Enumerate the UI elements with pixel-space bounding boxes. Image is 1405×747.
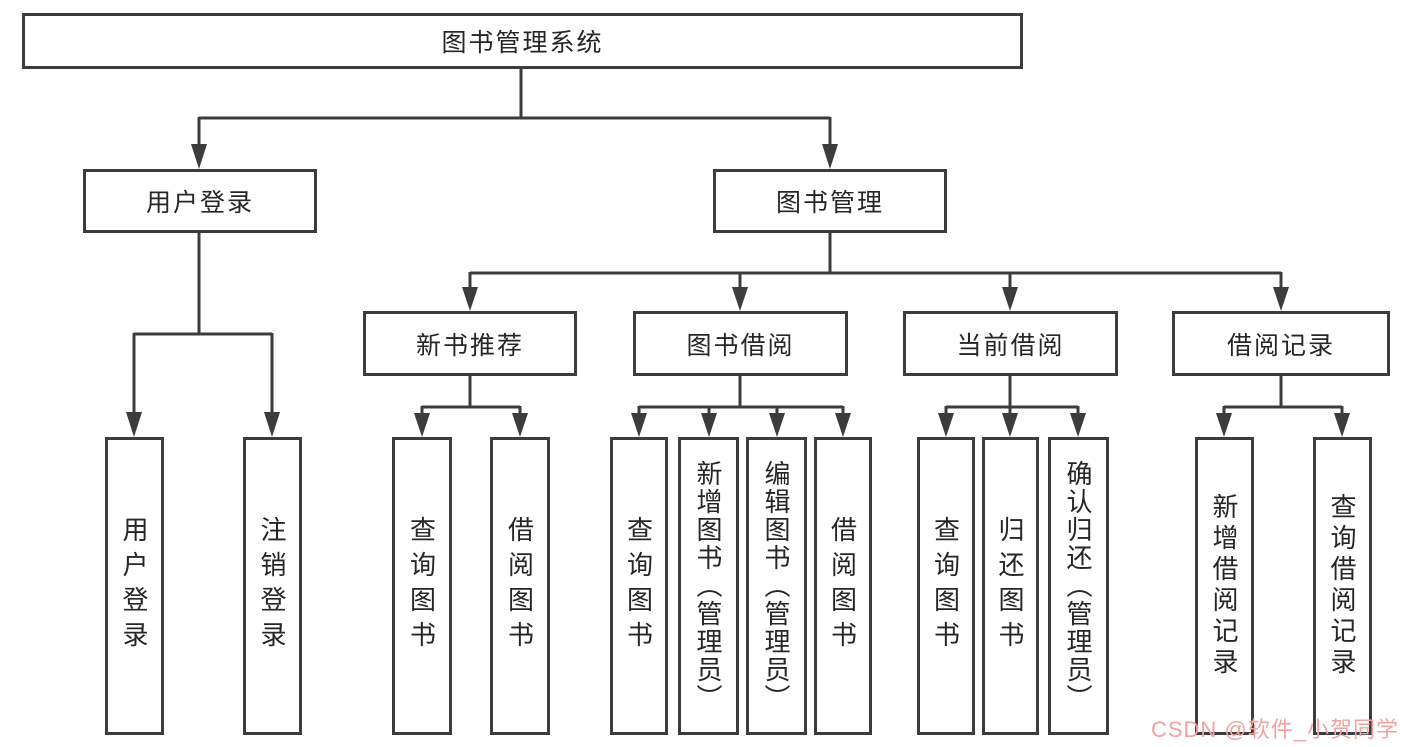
- arrowhead-current-borrow: [1002, 287, 1018, 311]
- arrowhead-book-management: [822, 144, 838, 169]
- node-book-borrow: 图书借阅: [633, 311, 848, 376]
- arrowhead-leaf-query-book-2: [631, 413, 647, 437]
- node-new-book-recommend-label: 新书推荐: [415, 331, 524, 360]
- arrowhead-new-book: [462, 287, 478, 311]
- leaf-query-book-2-label: 查询图书: [623, 516, 654, 656]
- node-root-label: 图书管理系统: [441, 29, 604, 57]
- node-borrow-records: 借阅记录: [1172, 311, 1390, 376]
- arrowhead-leaf-borrow-book-2: [835, 413, 851, 437]
- leaf-query-book-3: 查询图书: [917, 437, 975, 735]
- leaf-add-book: 新增图书（管理员）: [678, 437, 739, 735]
- leaf-edit-book: 编辑图书（管理员）: [746, 437, 807, 735]
- node-current-borrow-label: 当前借阅: [956, 331, 1065, 360]
- arrowhead-leaf-query-book-3: [938, 413, 954, 437]
- node-book-borrow-label: 图书借阅: [686, 331, 795, 360]
- leaf-borrow-book-2-label: 借阅图书: [827, 516, 858, 656]
- leaf-borrow-book-1: 借阅图书: [490, 437, 550, 735]
- node-user-login: 用户登录: [83, 169, 317, 233]
- arrowhead-leaf-query-book-1: [414, 413, 430, 437]
- leaf-logout-label: 注销登录: [257, 516, 287, 656]
- leaf-query-record: 查询借阅记录: [1313, 437, 1372, 735]
- node-new-book-recommend: 新书推荐: [363, 311, 577, 376]
- arrowhead-user-login: [191, 144, 207, 169]
- arrowhead-leaf-borrow-book-1: [512, 413, 528, 437]
- arrowhead-book-borrow: [732, 287, 748, 311]
- leaf-confirm-return: 确认归还（管理员）: [1048, 437, 1109, 735]
- node-borrow-records-label: 借阅记录: [1226, 331, 1335, 360]
- leaf-query-record-label: 查询借阅记录: [1327, 493, 1357, 679]
- leaf-user-login: 用户登录: [105, 437, 164, 735]
- leaf-borrow-book-1-label: 借阅图书: [504, 516, 535, 656]
- leaf-edit-book-label: 编辑图书（管理员）: [761, 460, 791, 712]
- node-current-borrow: 当前借阅: [903, 311, 1118, 376]
- node-root: 图书管理系统: [22, 13, 1023, 69]
- leaf-confirm-return-label: 确认归还（管理员）: [1063, 460, 1093, 712]
- leaf-return-book-label: 归还图书: [995, 516, 1025, 656]
- leaf-add-record-label: 新增借阅记录: [1209, 493, 1239, 679]
- arrowhead-leaf-query-record: [1334, 413, 1350, 437]
- leaf-add-book-label: 新增图书（管理员）: [693, 460, 723, 712]
- leaf-logout: 注销登录: [243, 437, 302, 735]
- arrowhead-leaf-logout: [264, 412, 280, 437]
- leaf-return-book: 归还图书: [982, 437, 1039, 735]
- arrowhead-leaf-add-book: [701, 413, 717, 437]
- node-user-login-label: 用户登录: [145, 189, 254, 217]
- csdn-watermark: CSDN @软件_小贺同学: [1150, 717, 1399, 742]
- arrowhead-borrow-records: [1273, 287, 1289, 311]
- leaf-query-book-3-label: 查询图书: [930, 516, 961, 656]
- arrowhead-leaf-confirm-return: [1070, 413, 1086, 437]
- leaf-query-book-1: 查询图书: [392, 437, 452, 735]
- arrowhead-leaf-edit-book: [769, 413, 785, 437]
- arrowhead-leaf-user-login: [126, 412, 142, 437]
- leaf-add-record: 新增借阅记录: [1195, 437, 1254, 735]
- leaf-borrow-book-2: 借阅图书: [814, 437, 872, 735]
- arrowhead-leaf-return-book: [1002, 413, 1018, 437]
- leaf-query-book-2: 查询图书: [610, 437, 668, 735]
- leaf-query-book-1-label: 查询图书: [406, 516, 437, 656]
- node-book-management-label: 图书管理: [775, 189, 884, 217]
- leaf-user-login-label: 用户登录: [119, 516, 149, 656]
- node-book-management: 图书管理: [713, 169, 947, 233]
- arrowhead-leaf-add-record: [1216, 413, 1232, 437]
